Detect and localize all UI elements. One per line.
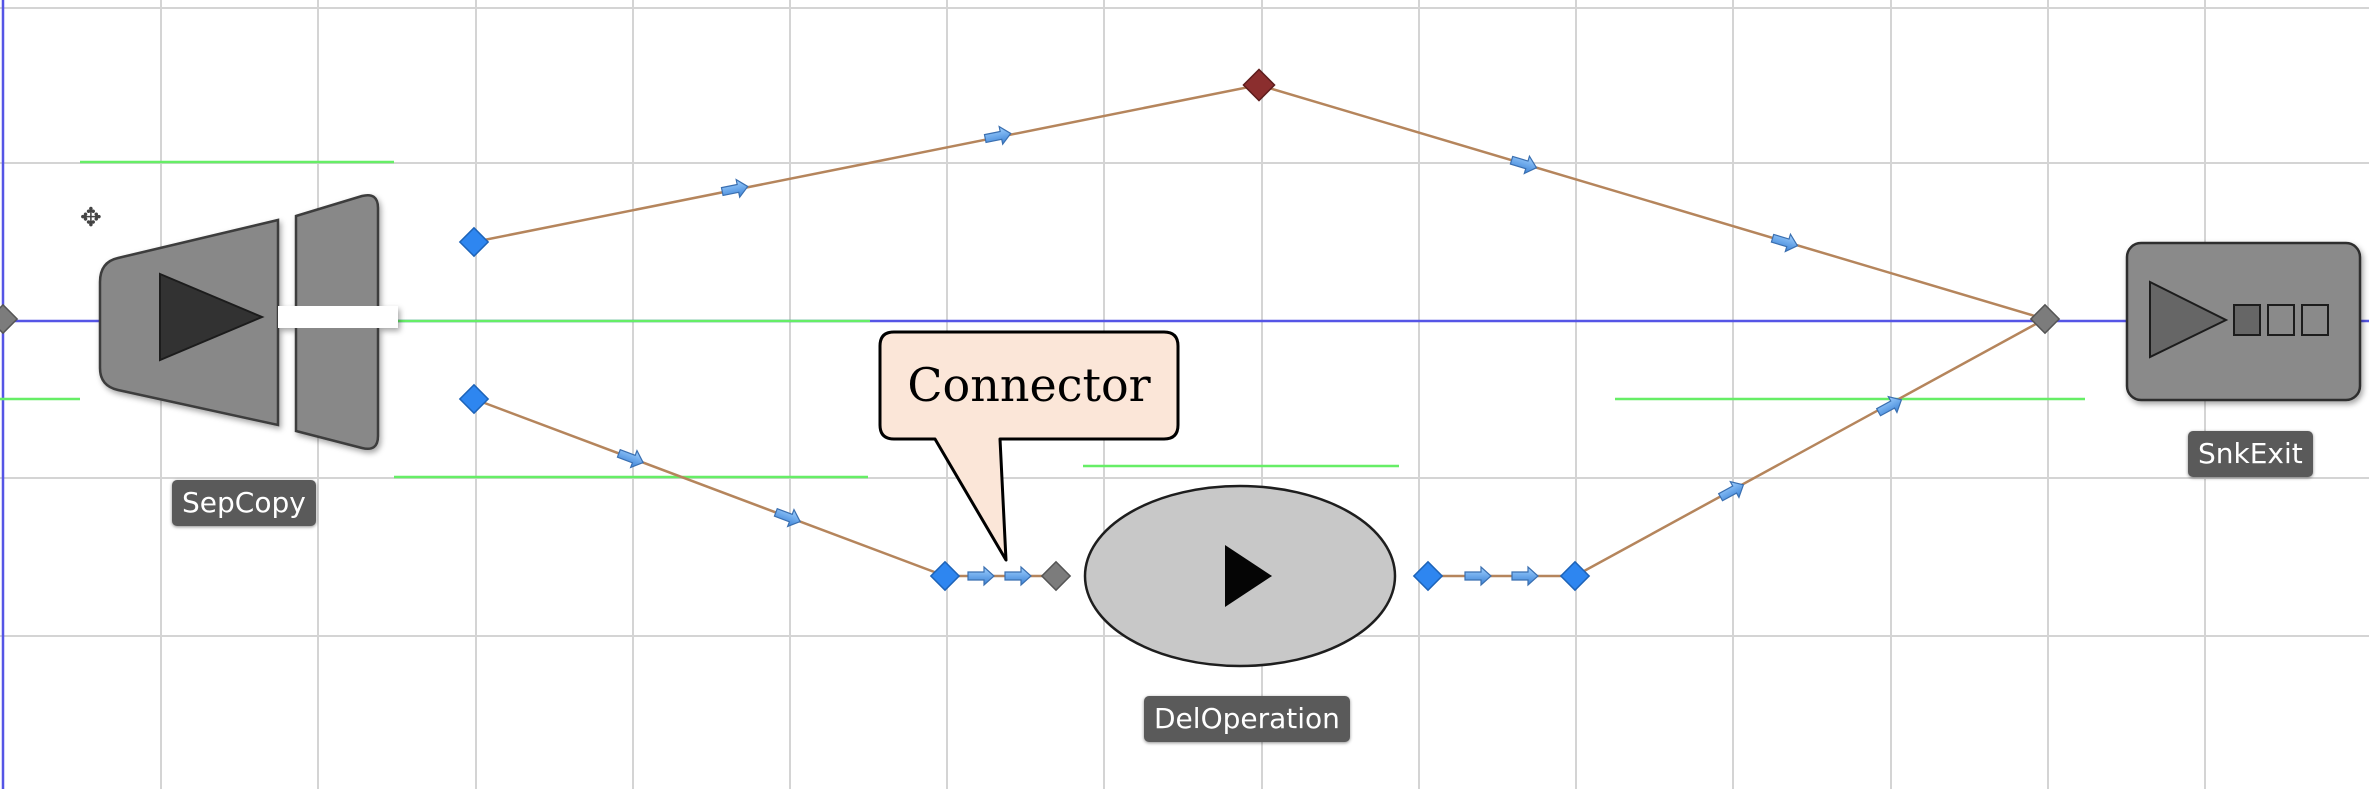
node-handle xyxy=(1559,560,1591,592)
flow-arrow-icon xyxy=(615,444,647,472)
flow-arrow-icon xyxy=(982,124,1014,148)
tooltip-callout xyxy=(878,330,1180,562)
node-handle xyxy=(1040,560,1072,592)
connector-handles[interactable] xyxy=(0,68,2061,592)
flow-arrow-icon xyxy=(967,566,995,586)
move-cursor-icon: ✥ xyxy=(80,203,102,233)
vertex-handle-selected xyxy=(1242,68,1276,102)
flow-arrow-icon xyxy=(1508,151,1540,177)
connector-upper-path xyxy=(473,83,2046,321)
snap-guides xyxy=(0,160,2085,479)
separator-icon[interactable] xyxy=(98,194,398,450)
flow-arrow-icon xyxy=(719,177,751,201)
delay-label[interactable]: DelOperation xyxy=(1144,696,1350,742)
delay-operation-node[interactable] xyxy=(1083,484,1397,668)
node-handle xyxy=(458,383,490,415)
sink-icon[interactable] xyxy=(2125,241,2362,402)
separator-label[interactable]: SepCopy xyxy=(172,480,316,526)
sink-label[interactable]: SnkExit xyxy=(2188,431,2313,477)
flow-arrow-icon xyxy=(1769,229,1801,255)
flow-arrow-icon xyxy=(1004,566,1032,586)
node-handle xyxy=(2029,303,2061,335)
flow-arrow-icon xyxy=(1511,566,1539,586)
node-handle xyxy=(929,560,961,592)
callout-text: Connector xyxy=(907,358,1151,412)
flow-arrow-icon xyxy=(1464,566,1492,586)
play-icon xyxy=(1225,545,1272,607)
node-handle xyxy=(1412,560,1444,592)
connector-out-path xyxy=(1428,317,2046,578)
node-handle xyxy=(458,226,490,258)
node-handle xyxy=(0,303,19,335)
flow-arrow-icon xyxy=(772,503,804,531)
